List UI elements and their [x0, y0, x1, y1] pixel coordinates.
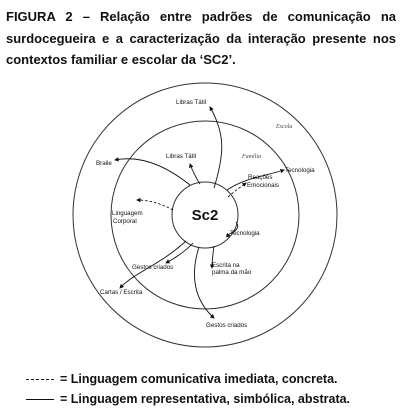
arrow-gestos-inner — [165, 242, 194, 264]
node-cartas: Cartas / Escrita — [100, 289, 143, 296]
ring-label-escola: Escola — [275, 124, 292, 130]
node-linguagem-line2: Corporal — [113, 218, 137, 225]
node-reacoes-line1: Reações — [248, 174, 272, 181]
arrow-escrita — [209, 245, 215, 269]
node-tecnologia-outer: Tecnologia — [285, 167, 315, 174]
arrow-linguagem — [136, 197, 174, 211]
arrow-gestos-outer — [194, 246, 215, 319]
node-libras-tatil-outer: Libras Tátil — [176, 99, 206, 106]
arrow-tecnologia-inner — [225, 221, 239, 238]
school-ring — [72, 82, 338, 348]
center-circle — [171, 181, 239, 249]
dashed-line-sample — [26, 379, 54, 381]
node-reacoes-line2: Emocionais — [247, 182, 279, 189]
arrow-braile — [114, 157, 191, 186]
legend-solid-text: = Linguagem representativa, simbólica, a… — [60, 392, 351, 406]
legend-solid: = Linguagem representativa, simbólica, a… — [26, 391, 350, 407]
arrow-tecnologia-outer — [226, 168, 285, 191]
arrow-libras-tatil-outer — [209, 106, 223, 189]
legend-dashed-text: = Linguagem comunicativa imediata, concr… — [60, 372, 338, 386]
arrow-cartas — [119, 240, 187, 289]
node-gestos-outer: Gestos criados — [206, 322, 247, 329]
node-braile: Braile — [96, 160, 112, 167]
family-ring — [110, 120, 300, 310]
solid-line-sample — [26, 399, 54, 401]
node-gestos-inner: Gestos criados — [132, 264, 173, 271]
node-linguagem-line1: Linguagem — [112, 210, 143, 217]
node-escrita-line1: Escrita na — [212, 262, 240, 269]
legend-dashed: = Linguagem comunicativa imediata, concr… — [26, 371, 338, 387]
figure-caption: FIGURA 2 – Relação entre padrões de comu… — [6, 9, 396, 67]
center-label: Sc2 — [192, 207, 219, 224]
arrow-reacoes — [227, 182, 247, 198]
node-libras-tatil-inner: Libras Tátil — [166, 153, 196, 160]
ring-label-familia: Família — [241, 154, 261, 160]
node-tecnologia-inner: Tecnologia — [230, 230, 260, 237]
node-escrita-line2: palma da mão — [212, 269, 252, 276]
arrow-libras-tatil-inner — [189, 163, 201, 185]
